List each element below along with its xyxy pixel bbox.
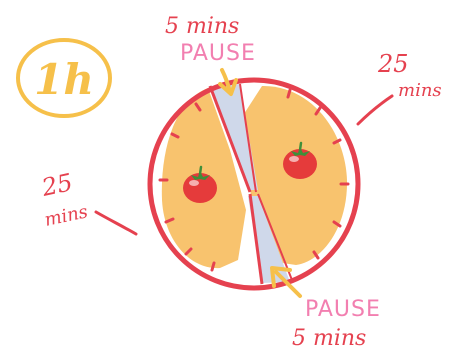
left-focus-number: 25: [38, 168, 75, 202]
right-focus-number: 25: [377, 50, 409, 78]
pomodoro-clock: [150, 80, 358, 288]
top-pause-duration: 5 mins: [165, 14, 239, 39]
left-focus-unit: mins: [43, 201, 90, 231]
bottom-pause-label: PAUSE: [305, 297, 381, 322]
connector-line: [358, 96, 392, 124]
bottom-pause-duration: 5 mins: [292, 326, 366, 351]
right-focus-unit: mins: [398, 80, 442, 101]
hour-badge: 1h: [18, 40, 110, 116]
left-focus-annotation: 25 mins: [38, 168, 136, 234]
top-pause-label: PAUSE: [180, 41, 256, 66]
connector-line: [96, 212, 136, 234]
tick-mark: [212, 263, 214, 270]
hour-badge-text: 1h: [34, 55, 94, 104]
tick-mark: [288, 90, 290, 97]
right-focus-annotation: 25 mins: [358, 50, 442, 124]
